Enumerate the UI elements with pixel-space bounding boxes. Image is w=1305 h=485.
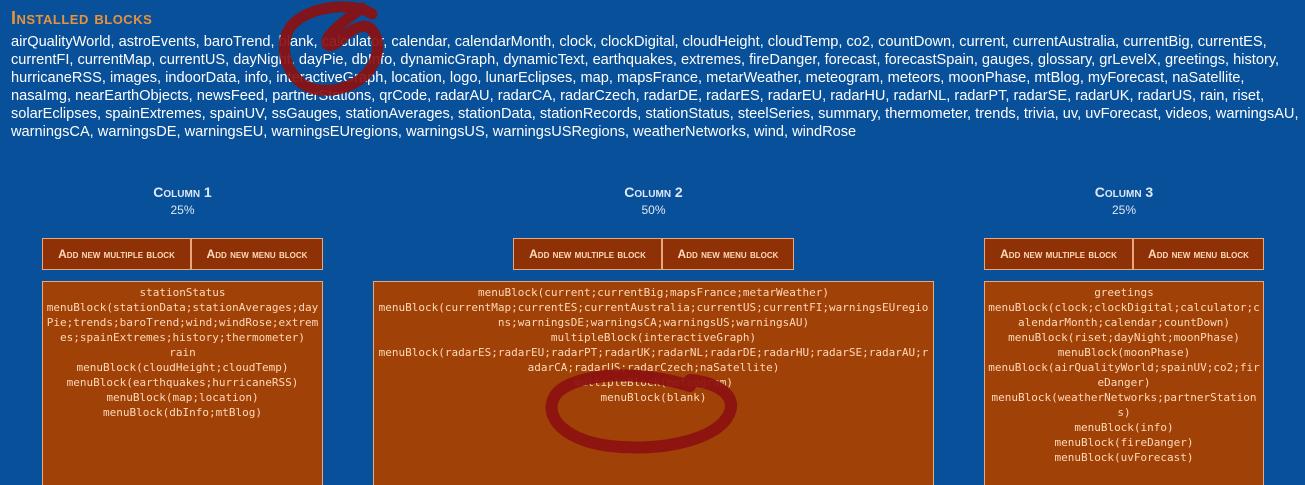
column-1-buttons: Add new multiple block Add new menu bloc… bbox=[42, 238, 323, 270]
column-1-header: Column 1 25% bbox=[42, 184, 323, 217]
block-item[interactable]: menuBlock(blank) bbox=[600, 391, 707, 404]
block-item[interactable]: menuBlock(stationData;stationAverages;da… bbox=[46, 301, 319, 344]
installed-blocks-list: airQualityWorld, astroEvents, baroTrend,… bbox=[11, 34, 1299, 140]
block-item[interactable]: menuBlock(uvForecast) bbox=[1054, 451, 1194, 464]
block-item[interactable]: menuBlock(cloudHeight;cloudTemp) bbox=[76, 361, 289, 374]
column-1-blocks: stationStatus menuBlock(stationData;stati… bbox=[42, 281, 323, 485]
block-item[interactable]: menuBlock(weatherNetworks;partnerStation… bbox=[991, 391, 1257, 419]
column-title: Column 3 bbox=[1094, 184, 1154, 200]
block-item[interactable]: stationStatus bbox=[139, 286, 226, 299]
add-multiple-block-button[interactable]: Add new multiple block bbox=[513, 238, 662, 270]
column-3-blocks: greetings menuBlock(clock;clockDigital;ca… bbox=[984, 281, 1264, 485]
add-menu-block-button[interactable]: Add new menu block bbox=[191, 238, 323, 270]
column-width: 25% bbox=[170, 203, 195, 217]
block-item[interactable]: multipleBlock(interactiveGraph) bbox=[550, 331, 757, 344]
block-item[interactable]: menuBlock(dbInfo;mtBlog) bbox=[103, 406, 262, 419]
block-item[interactable]: menuBlock(clock;clockDigital;calculator;… bbox=[988, 301, 1260, 329]
column-3-buttons: Add new multiple block Add new menu bloc… bbox=[984, 238, 1264, 270]
block-item[interactable]: menuBlock(earthquakes;hurricaneRSS) bbox=[66, 376, 299, 389]
column-2-header: Column 2 50% bbox=[373, 184, 934, 217]
column-title: Column 2 bbox=[624, 184, 683, 200]
column-width: 25% bbox=[1111, 203, 1137, 217]
block-item[interactable]: rain bbox=[169, 346, 196, 359]
block-item[interactable]: multipleBlock(meteogram) bbox=[574, 376, 733, 389]
block-item[interactable]: menuBlock(fireDanger) bbox=[1054, 436, 1194, 449]
column-3-header: Column 3 25% bbox=[984, 184, 1264, 217]
column-2-buttons: Add new multiple block Add new menu bloc… bbox=[513, 238, 794, 270]
column-title: Column 1 bbox=[153, 184, 212, 200]
block-item[interactable]: menuBlock(riset;dayNight;moonPhase) bbox=[1008, 331, 1240, 344]
block-item[interactable]: menuBlock(radarES;radarEU;radarPT;radarU… bbox=[378, 346, 929, 374]
add-menu-block-button[interactable]: Add new menu block bbox=[1133, 238, 1264, 270]
block-item[interactable]: menuBlock(info) bbox=[1074, 421, 1174, 434]
add-menu-block-button[interactable]: Add new menu block bbox=[662, 238, 794, 270]
block-item[interactable]: greetings bbox=[1094, 286, 1154, 299]
add-multiple-block-button[interactable]: Add new multiple block bbox=[984, 238, 1133, 270]
add-multiple-block-button[interactable]: Add new multiple block bbox=[42, 238, 191, 270]
page-title: Installed blocks bbox=[11, 8, 153, 28]
column-2-blocks: menuBlock(current;currentBig;mapsFrance;… bbox=[373, 281, 934, 485]
column-width: 50% bbox=[641, 203, 666, 217]
block-item[interactable]: menuBlock(current;currentBig;mapsFrance;… bbox=[478, 286, 829, 299]
block-item[interactable]: menuBlock(airQualityWorld;spainUV;co2;fi… bbox=[988, 361, 1260, 389]
block-item[interactable]: menuBlock(currentMap;currentES;currentAu… bbox=[378, 301, 929, 329]
block-item[interactable]: menuBlock(moonPhase) bbox=[1057, 346, 1191, 359]
block-item[interactable]: menuBlock(map;location) bbox=[106, 391, 259, 404]
